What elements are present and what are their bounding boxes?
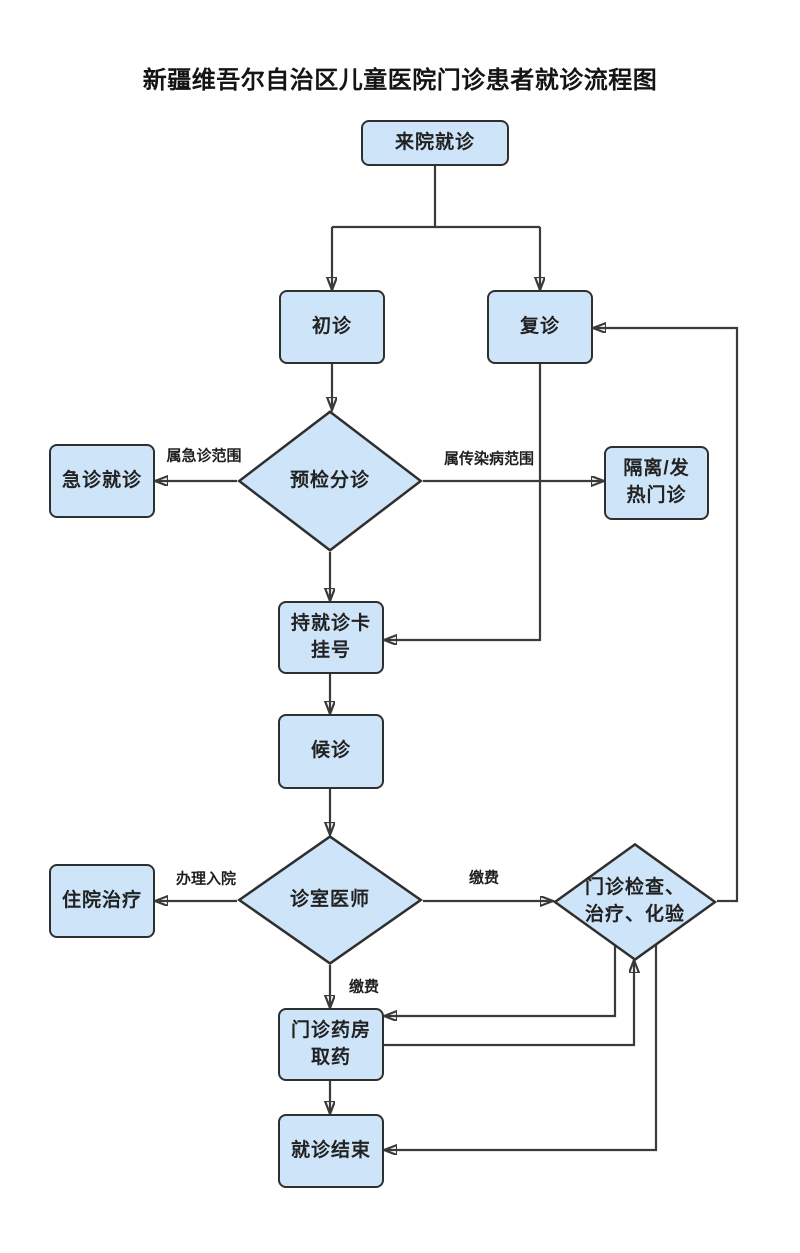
edge-label-pay-pharmacy: 缴费 [348, 978, 380, 996]
node-hospitalization-label: 住院治疗 [61, 889, 142, 911]
node-arrive: 来院就诊 [361, 120, 509, 166]
node-emergency: 急诊就诊 [49, 444, 155, 518]
node-exam-label: 门诊检查、 治疗、化验 [584, 877, 685, 925]
node-triage: 预检分诊 [237, 410, 423, 552]
node-pharmacy-label: 门诊药房 取药 [290, 1019, 371, 1068]
edge-exam-to-return-visit [593, 328, 739, 903]
node-doctor: 诊室医师 [237, 835, 423, 965]
node-hospitalization: 住院治疗 [49, 864, 155, 938]
edge-exam-to-pharmacy [384, 946, 617, 1016]
page-title: 新疆维吾尔自治区儿童医院门诊患者就诊流程图 [142, 67, 658, 94]
edge-label-admission: 办理入院 [175, 870, 237, 888]
node-register: 持就诊卡 挂号 [278, 601, 384, 674]
edge-label-infectious-scope: 属传染病范围 [443, 450, 535, 468]
node-emergency-label: 急诊就诊 [61, 469, 142, 491]
edge-exam-to-end [384, 945, 658, 1150]
node-isolation-fever-label: 隔离/发 热门诊 [623, 458, 690, 506]
node-waiting-label: 候诊 [310, 740, 351, 762]
node-return-visit-label: 复诊 [519, 315, 560, 337]
doctor-diamond-shape [237, 835, 423, 965]
node-pharmacy: 门诊药房 取药 [278, 1008, 384, 1081]
edge-pharmacy-to-exam [384, 960, 634, 1047]
node-return-visit: 复诊 [487, 290, 593, 364]
triage-diamond-shape [237, 410, 423, 552]
edge-return-visit-to-register [384, 364, 542, 640]
edge-label-emergency-scope: 属急诊范围 [166, 447, 242, 465]
node-isolation-fever: 隔离/发 热门诊 [604, 446, 709, 520]
node-doctor-label: 诊室医师 [289, 888, 370, 910]
edge-label-pay-exam: 缴费 [468, 869, 500, 887]
node-exam: 门诊检查、 治疗、化验 [553, 843, 717, 961]
node-end: 就诊结束 [278, 1114, 384, 1188]
node-first-visit-label: 初诊 [311, 315, 352, 337]
node-waiting: 候诊 [278, 714, 384, 789]
node-end-label: 就诊结束 [290, 1139, 371, 1161]
node-triage-label: 预检分诊 [289, 469, 370, 491]
node-arrive-label: 来院就诊 [394, 131, 475, 153]
node-register-label: 持就诊卡 挂号 [290, 612, 371, 661]
node-first-visit: 初诊 [279, 290, 385, 364]
